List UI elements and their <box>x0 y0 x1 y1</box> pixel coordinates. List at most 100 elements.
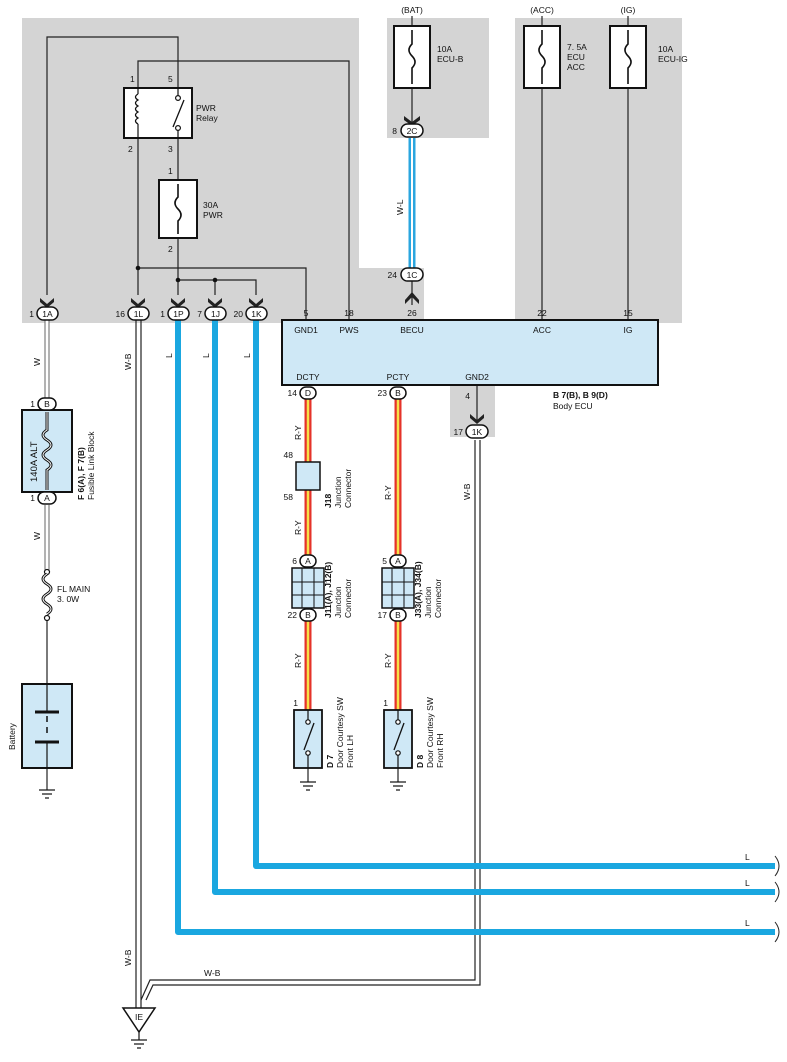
fuse-pwr: 30A PWR 1 2 <box>158 166 223 254</box>
label-l-1j: L <box>201 353 211 358</box>
fuse-ecuig-rating: 10A <box>658 44 673 54</box>
wire-l-1k <box>253 320 775 869</box>
wire-l-1j <box>212 320 775 895</box>
label-ry-3: R-Y <box>293 653 303 668</box>
connector-1p-id: 1P <box>173 309 184 319</box>
switch-d8: 1 D 8 Door Courtesy SW Front RH <box>383 697 445 769</box>
ig-source-label: (IG) <box>621 5 636 15</box>
ecu-top-label-4: IG <box>624 325 633 335</box>
j33-pin-bottom: 17 <box>378 610 388 620</box>
battery: Battery <box>7 683 73 769</box>
j18-name1: Junction <box>333 476 343 508</box>
wire-1k-ie-a <box>140 440 476 1001</box>
connector-1a: 1A 1 <box>29 298 59 321</box>
ecu-conn-b-letter: B <box>395 388 401 398</box>
j18-code: J18 <box>323 494 333 508</box>
connector-1l-pin: 16 <box>116 309 126 319</box>
connector-1p: 1P 1 <box>160 298 190 321</box>
d7-name1: Door Courtesy SW <box>335 697 345 768</box>
connector-1c-id: 1C <box>407 270 418 280</box>
alt-name: Fusible Link Block <box>86 431 96 500</box>
label-l-1k: L <box>242 353 252 358</box>
bat-source-label: (BAT) <box>401 5 423 15</box>
fuse-pwr-rating: 30A <box>203 200 218 210</box>
label-wb-2: W-B <box>123 949 133 966</box>
flmain-name: FL MAIN <box>57 584 90 594</box>
alt-conn-top: B <box>44 399 50 409</box>
junction-j18: 48 58 J18 Junction Connector <box>284 450 353 508</box>
relay-pin-3: 3 <box>168 144 173 154</box>
ecu-gnd2-pin: 4 <box>465 391 470 401</box>
ecu-conn-b-pin: 23 <box>378 388 388 398</box>
label-l-right-3: L <box>745 918 750 928</box>
ecu-conn-d-pin: 14 <box>288 388 298 398</box>
j33-name2: Connector <box>433 579 443 618</box>
flmain-size: 3. 0W <box>57 594 79 604</box>
d7-name2: Front LH <box>345 735 355 768</box>
fuse-ecub-name: ECU-B <box>437 54 464 64</box>
fuse-pwr-pin-bottom: 2 <box>168 244 173 254</box>
ecu-top-pin-4: 15 <box>623 308 633 318</box>
relay-name2: Relay <box>196 113 218 123</box>
relay-name1: PWR <box>196 103 216 113</box>
ecu-top-pin-3: 22 <box>537 308 547 318</box>
connector-1l-id: 1L <box>134 309 144 319</box>
ecu-name: Body ECU <box>553 401 593 411</box>
wire-relay1-pws <box>137 60 350 320</box>
connector-1k: 1K 20 <box>234 298 268 321</box>
wire-splice-1j-1k <box>214 279 257 295</box>
wire-break-marks <box>774 855 780 943</box>
body-ecu: 5 GND1 18 PWS 26 BECU 22 ACC 15 IG DCTY … <box>281 308 659 411</box>
fuse-ecuacc-name1: ECU <box>567 52 585 62</box>
label-l-right-1: L <box>745 852 750 862</box>
switch-d7: 1 D 7 Door Courtesy SW Front LH <box>293 697 355 769</box>
alt-conn-bottom: A <box>44 493 50 503</box>
ecu-code: B 7(B), B 9(D) <box>553 390 608 400</box>
fuse-ecub-rating: 10A <box>437 44 452 54</box>
ie-label: IE <box>135 1012 143 1022</box>
connector-1a-id: 1A <box>42 309 53 319</box>
label-wb-3: W-B <box>204 968 221 978</box>
j11-pin-top: 6 <box>292 556 297 566</box>
d7-pin: 1 <box>293 698 298 708</box>
ecu-top-pin-0: 5 <box>304 308 309 318</box>
fuse-ecub: 10A ECU-B <box>393 25 464 89</box>
alt-rating: 140A ALT <box>29 441 40 482</box>
wire-1k-ie-b <box>145 440 481 1001</box>
fuse-pwr-pin-top: 1 <box>168 166 173 176</box>
j11-pin-bottom: 22 <box>288 610 298 620</box>
label-ry-5: R-Y <box>383 653 393 668</box>
main-panel <box>22 18 359 323</box>
blue-wires <box>175 320 775 935</box>
connector-1j-pin: 7 <box>197 309 202 319</box>
connector-1k-lower: 1K 17 <box>454 414 489 439</box>
connector-2c-pin: 8 <box>392 126 397 136</box>
d7-code: D 7 <box>325 755 335 769</box>
alt-pin-bottom: 1 <box>30 493 35 503</box>
ecu-top-label-3: ACC <box>533 325 551 335</box>
fuse-ecuig-name: ECU-IG <box>658 54 688 64</box>
label-w-1: W <box>32 358 42 366</box>
ie-ground: IE <box>121 1007 157 1049</box>
j33-code: J33(A), J34(B) <box>413 561 423 618</box>
label-l-right-2: L <box>745 878 750 888</box>
j11-conn-top: A <box>305 556 311 566</box>
fuse-ecuacc-rating: 7. 5A <box>567 42 587 52</box>
battery-label: Battery <box>7 722 17 750</box>
alt-code: F 6(A), F 7(B) <box>76 447 86 500</box>
ecu-top-label-2: BECU <box>400 325 424 335</box>
ecu-conn-d: D 14 <box>288 386 317 400</box>
d8-pin: 1 <box>383 698 388 708</box>
connector-1j: 1J 7 <box>197 298 227 321</box>
wire-l-1p <box>175 320 775 935</box>
fuse-pwr-name: PWR <box>203 210 223 220</box>
connector-1j-id: 1J <box>211 309 220 319</box>
j33-name1: Junction <box>423 586 433 618</box>
j11-name2: Connector <box>343 579 353 618</box>
junction-j33: A 5 B 17 J33(A), J34(B) Junction Connect… <box>378 554 443 622</box>
connector-2c: 2C 8 <box>392 116 424 138</box>
fl-main: FL MAIN 3. 0W <box>41 568 90 622</box>
connector-1k2-pin: 17 <box>454 427 464 437</box>
